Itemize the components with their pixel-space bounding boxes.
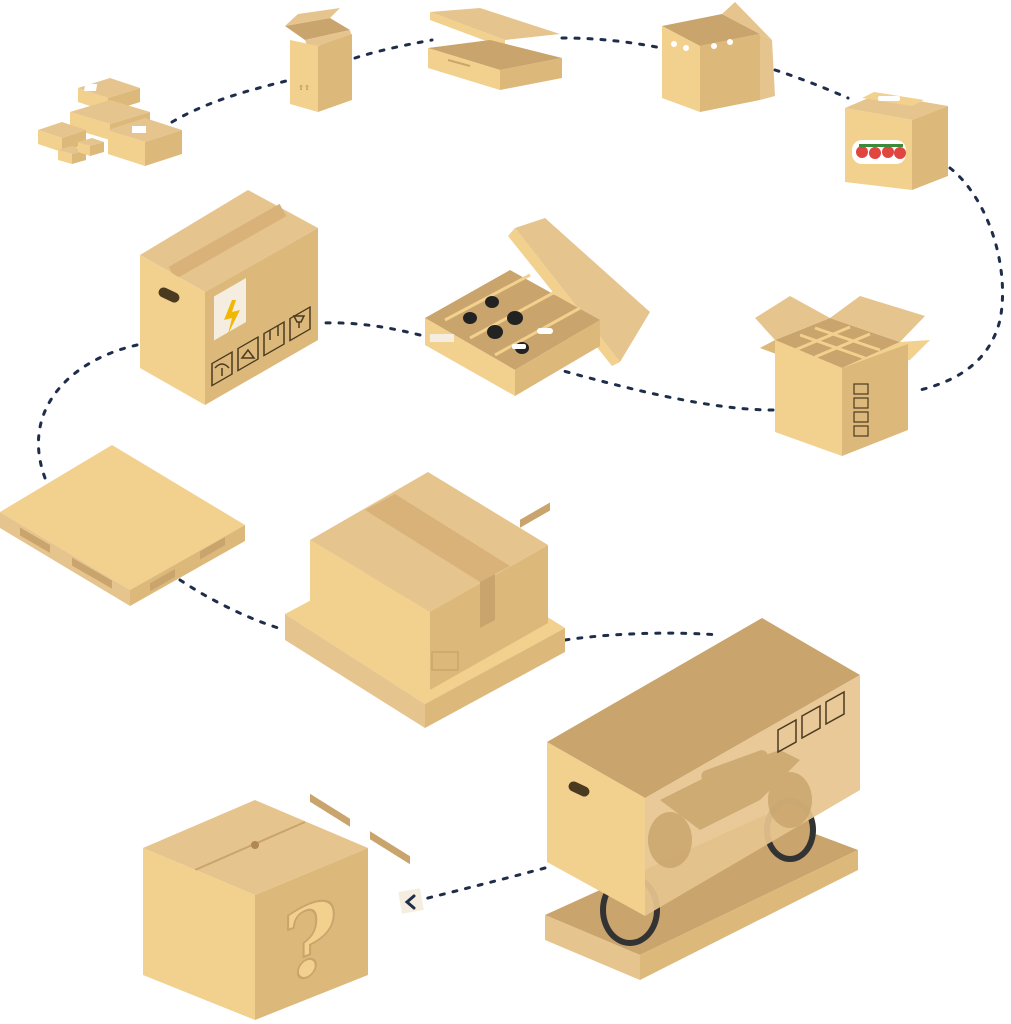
flat-mailer-box	[428, 8, 562, 90]
umbrella-icon	[211, 350, 233, 387]
perforated-box	[662, 2, 775, 112]
mystery-box: ?	[143, 800, 368, 1020]
small-box-pile	[38, 78, 182, 166]
dotted-route	[37, 36, 1004, 902]
empty-pallet	[0, 445, 245, 606]
recycle-icon	[237, 335, 259, 372]
bottle-insert-box	[425, 218, 650, 396]
divider-carton	[755, 296, 930, 456]
lightning-icon	[224, 300, 240, 334]
mystery-question-mark: ?	[282, 873, 338, 1009]
motorcycle-crate	[545, 618, 860, 980]
fragile-glass-icon	[289, 305, 311, 342]
boxed-pallet	[285, 472, 565, 865]
motorcycle-icon	[648, 750, 812, 868]
produce-carry-box	[845, 92, 948, 190]
arrow-left-icon	[398, 888, 424, 914]
tall-open-carton: ⇧⇧	[285, 8, 352, 112]
svg-text:⇧⇧: ⇧⇧	[298, 84, 310, 92]
tomato-icon	[856, 144, 906, 159]
this-way-up-icon	[263, 320, 285, 357]
electronics-box	[140, 190, 318, 405]
